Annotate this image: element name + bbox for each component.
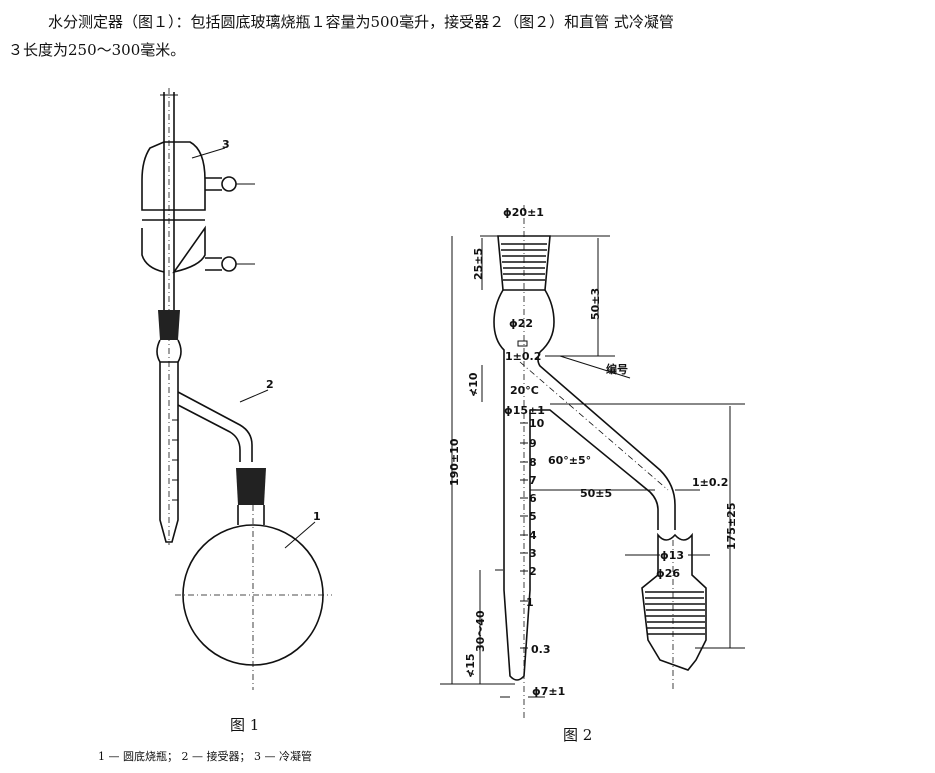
label-flask: 1 — [313, 510, 321, 523]
condenser — [141, 88, 255, 545]
dim-bulb-diameter: ϕ22 — [509, 317, 533, 330]
dim-arm-height: 175±25 — [725, 503, 738, 551]
scale-4: 4 — [529, 529, 537, 542]
receiver — [159, 362, 253, 543]
label-number: 编号 — [606, 362, 628, 376]
label-condenser: 3 — [222, 138, 230, 151]
figure-1-caption: 图 1 — [230, 716, 259, 734]
paragraph-line-1: 水分测定器（图１）：包括圆底玻璃烧瓶１容量为500毫升，接受器２（图２）和直管 … — [48, 13, 674, 31]
dim-taper-length: 30～40 — [474, 610, 487, 652]
dim-arm-distance: 50±5 — [580, 487, 612, 500]
scale-0-3: 0.3 — [531, 643, 551, 656]
dim-tube-diameter: ϕ15±1 — [504, 404, 545, 417]
dim-bulb-height: 50±3 — [589, 288, 602, 320]
scale-3: 3 — [529, 547, 537, 560]
label-receiver: 2 — [266, 378, 274, 391]
scale-2: 2 — [529, 565, 537, 578]
scale-7: 7 — [529, 474, 537, 487]
scale-1: 1 — [526, 596, 534, 609]
dim-min-10: ≮10 — [467, 372, 480, 397]
scale-5: 5 — [529, 510, 537, 523]
figure-1-apparatus: 3 2 1 图 1 1 — 圆底烧瓶； 2 — 接受器； 3 — 冷凝管 — [98, 88, 332, 763]
figure-1-legend: 1 — 圆底烧瓶； 2 — 接受器； 3 — 冷凝管 — [98, 749, 312, 763]
dim-wall-side: 1±0.2 — [692, 476, 728, 489]
dim-joint-diameter: ϕ26 — [656, 567, 680, 580]
dim-joint-length: 25±5 — [472, 248, 485, 280]
dim-tip-diameter: ϕ7±1 — [532, 685, 565, 698]
scale-8: 8 — [529, 456, 537, 469]
round-bottom-flask — [175, 468, 332, 690]
dim-arm-diameter: ϕ13 — [660, 549, 684, 562]
figure-2-caption: 图 2 — [563, 726, 592, 744]
paragraph-line-2: ３长度为250～300毫米。 — [8, 41, 186, 59]
scale-10: 10 — [529, 417, 545, 430]
dim-total-length: 190±10 — [448, 438, 461, 486]
scale-9: 9 — [529, 437, 537, 450]
dim-angle: 60°±5° — [548, 454, 591, 467]
dim-top-diameter: ϕ20±1 — [503, 206, 544, 219]
dim-wall-top: 1±0.2 — [505, 350, 541, 363]
scale-6: 6 — [529, 492, 537, 505]
dim-min-15: ≮15 — [464, 653, 477, 678]
figure-2-receiver-drawing: 10 9 8 7 6 5 4 3 2 1 0.3 — [440, 205, 745, 744]
joint-1 — [156, 310, 182, 363]
label-temperature: 20°C — [510, 384, 539, 397]
scale-labels: 10 9 8 7 6 5 4 3 2 1 0.3 — [526, 417, 551, 656]
